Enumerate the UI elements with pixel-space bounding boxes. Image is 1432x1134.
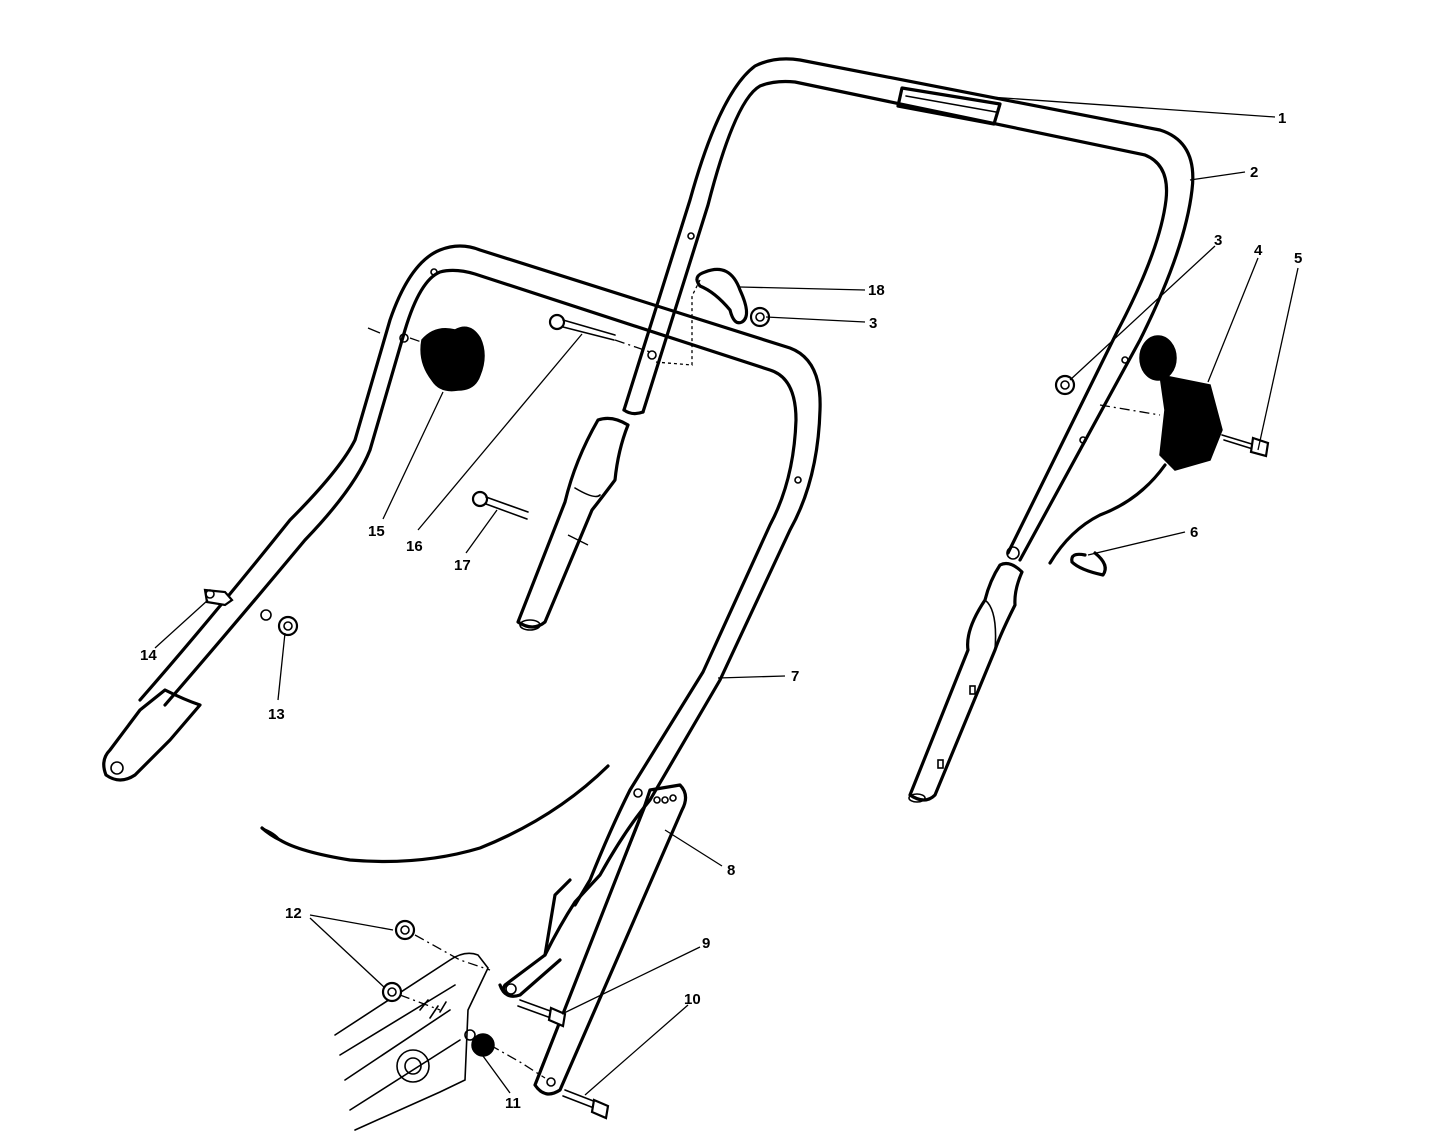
callout-9: 9 [702, 935, 710, 952]
callout-5: 5 [1294, 250, 1302, 267]
assembly-line-deck [399, 934, 546, 1079]
nut-top [749, 306, 771, 328]
hairpin-clip [695, 267, 749, 325]
leader-lines [154, 96, 1299, 1096]
brace-bar [533, 783, 688, 1096]
callout-1: 1 [1278, 110, 1286, 127]
nut-right [1054, 374, 1076, 396]
assembly-line-knob [409, 337, 431, 346]
callout-13: 13 [268, 706, 285, 723]
cable-clip [1070, 551, 1107, 577]
throttle-control [1048, 335, 1223, 565]
callout-14: 14 [140, 647, 157, 664]
callout-18: 18 [868, 282, 885, 299]
callout-12: 12 [285, 905, 302, 922]
callout-11: 11 [505, 1095, 521, 1112]
upper-handle [622, 57, 1195, 562]
callout-2: 2 [1250, 164, 1258, 181]
upper-handle-lower-tube [908, 561, 1024, 803]
nut-13 [277, 615, 299, 637]
callout-4: 4 [1254, 242, 1263, 259]
bolt-9 [517, 999, 567, 1028]
knob [367, 326, 485, 392]
callout-16: 16 [406, 538, 423, 555]
callout-10: 10 [684, 991, 701, 1008]
nut-12-upper [394, 919, 416, 941]
callout-8: 8 [727, 862, 735, 879]
bolt-17 [471, 490, 529, 520]
mower-deck-bracket [334, 952, 489, 1131]
bolt-5 [1221, 434, 1270, 458]
callout-15: 15 [368, 523, 385, 540]
control-cable [260, 764, 610, 864]
callout-6: 6 [1190, 524, 1198, 541]
carriage-bolt-16 [548, 313, 651, 353]
nut-12-lower [381, 981, 403, 1003]
callout-3-top: 3 [869, 315, 877, 332]
bolt-10 [562, 1089, 610, 1120]
callout-3-right: 3 [1214, 232, 1222, 249]
callout-17: 17 [454, 557, 471, 574]
bolt-14 [203, 588, 234, 607]
lower-handle [102, 244, 822, 998]
grip-pad [896, 86, 1002, 126]
middle-tube [516, 416, 630, 631]
assembly-line-clip [654, 279, 701, 366]
callout-7: 7 [791, 668, 799, 685]
